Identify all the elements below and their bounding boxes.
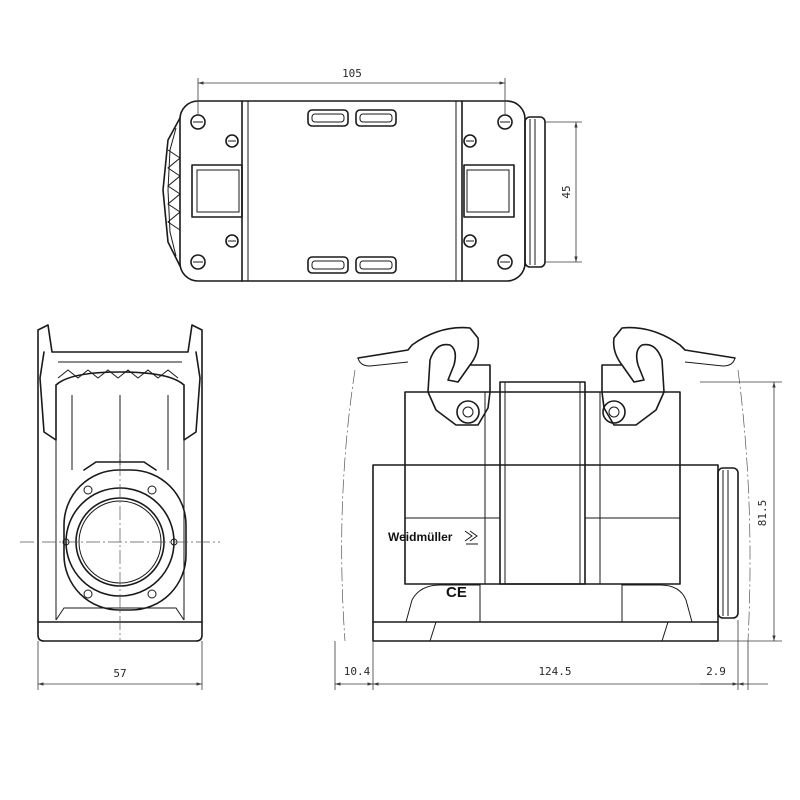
side-view: 57 xyxy=(20,324,220,690)
screw-icon xyxy=(62,485,178,599)
dim-front-left-offset: 10.4 xyxy=(344,665,371,678)
brand-logo-text: Weidmüller xyxy=(388,530,453,544)
screw-icon xyxy=(190,114,513,270)
dim-front-height: 81.5 xyxy=(756,500,769,527)
dim-left-width: 57 xyxy=(113,667,126,680)
brand-mark-icon xyxy=(464,530,478,545)
top-view: 105 45 xyxy=(162,67,582,282)
dim-front-right-offset: 2.9 xyxy=(706,665,726,678)
dim-top-width: 105 xyxy=(342,67,362,80)
dim-front-width: 124.5 xyxy=(538,665,571,678)
ce-mark: CE xyxy=(446,584,467,601)
front-view: Weidmüller CE 81.5 10.4 124.5 2.9 xyxy=(334,326,782,690)
dim-top-height: 45 xyxy=(560,185,573,198)
